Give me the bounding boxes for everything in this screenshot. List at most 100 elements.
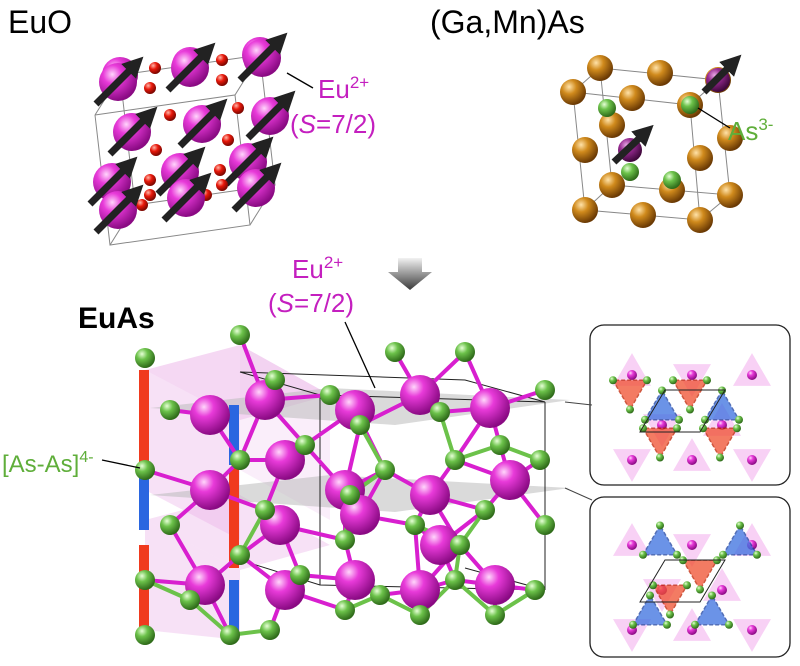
arsenic-atom — [455, 342, 475, 362]
gallium-atom — [599, 112, 625, 138]
arsenic-atom — [135, 625, 155, 645]
gallium-atom — [687, 145, 713, 171]
arsenic-atom — [719, 550, 727, 559]
arsenic-atom — [485, 605, 505, 625]
oxygen-atom — [214, 164, 226, 176]
eu-polyhedron — [613, 353, 651, 386]
arsenic-atom — [663, 620, 671, 629]
spin-arrow-icon — [93, 184, 144, 235]
gamnas-ion-label: As3- — [728, 115, 773, 146]
gallium-atom — [587, 55, 613, 81]
dimer-bar-blue — [229, 405, 239, 465]
triangle-motif — [721, 523, 759, 556]
arsenic-atom — [656, 521, 664, 530]
arsenic-atom — [405, 515, 425, 535]
dimer-bar-red — [229, 468, 239, 568]
euas-spin-label: (S=7/2) — [268, 288, 354, 318]
arsenic-atom — [683, 581, 691, 590]
spin-arrow-icon — [245, 90, 296, 141]
eu-polyhedron — [673, 534, 711, 567]
arsenic-atom — [641, 415, 649, 424]
arsenic-atom — [410, 605, 430, 625]
europium-atom — [687, 455, 697, 465]
europium-atom — [420, 525, 460, 565]
spin-arrow-icon — [93, 56, 144, 107]
triangle-motif — [671, 379, 709, 412]
europium-atom — [335, 560, 375, 600]
arsenic-atom — [701, 415, 709, 424]
oxygen-atom — [149, 62, 161, 74]
arsenic-atom — [626, 405, 634, 414]
dimer-bar-blue — [139, 468, 149, 530]
arsenic-atom — [535, 380, 555, 400]
arsenic-atom — [666, 610, 674, 619]
arsenic-atom — [609, 376, 617, 385]
triangle-motif — [641, 427, 679, 460]
arsenic-atom — [525, 580, 545, 600]
eu-polyhedron — [613, 523, 651, 556]
dimer-bar-blue — [229, 580, 239, 638]
arsenic-atom — [160, 515, 180, 535]
euas-title: EuAs — [78, 302, 155, 335]
euas-dimer-label: [As-As]4- — [2, 449, 94, 478]
oxygen-atom — [144, 189, 156, 201]
arsenic-atom — [708, 591, 716, 600]
atoms-layer — [87, 32, 771, 652]
euas-ion-leader — [344, 321, 376, 389]
euo-title: EuO — [8, 4, 72, 40]
inset-cell — [639, 389, 726, 433]
arsenic-atom — [370, 585, 390, 605]
arsenic-atom — [725, 620, 733, 629]
arsenic-atom — [629, 620, 637, 629]
spin-arrow-icon — [611, 124, 654, 165]
oxygen-atom — [164, 109, 176, 121]
arsenic-atom — [663, 171, 681, 189]
europium-atom — [400, 570, 440, 610]
triangle-motif — [631, 593, 669, 626]
europium-atom — [747, 625, 757, 635]
arsenic-atom — [490, 435, 510, 455]
arsenic-atom — [681, 96, 699, 114]
oxygen-atom — [216, 54, 228, 66]
arsenic-atom — [295, 435, 315, 455]
inset-cell — [639, 559, 726, 603]
europium-atom — [747, 455, 757, 465]
arsenic-atom — [135, 570, 155, 590]
europium-atom — [265, 440, 305, 480]
arsenic-atom — [385, 342, 405, 362]
arsenic-atom — [135, 460, 155, 480]
arsenic-atom — [703, 376, 711, 385]
arsenic-atom — [290, 565, 310, 585]
triangle-motif — [703, 388, 741, 421]
arsenic-atom — [696, 585, 704, 594]
triangle-motif — [643, 388, 681, 421]
euas-dimers — [139, 370, 239, 638]
europium-atom — [410, 475, 450, 515]
spin-arrow-icon — [107, 106, 158, 157]
triangle-motif — [641, 523, 679, 556]
arsenic-atom — [675, 415, 683, 424]
arsenic-atom — [691, 620, 699, 629]
eu-polyhedron — [733, 353, 771, 386]
triangle-motif — [611, 379, 649, 412]
gallium-atom — [619, 85, 645, 111]
europium-atom — [475, 565, 515, 605]
triangle-motif — [651, 584, 689, 617]
gamnas-ion-leader — [697, 107, 731, 129]
gallium-atom — [717, 182, 743, 208]
gallium-atom — [630, 202, 656, 228]
triangle-motif — [693, 593, 731, 626]
eu-polyhedron — [613, 619, 651, 652]
europium-atom — [627, 455, 637, 465]
eu-polyhedron — [613, 449, 651, 482]
dimer-bar-red — [139, 545, 149, 635]
arsenic-atom — [445, 570, 465, 590]
spin-arrow-icon — [231, 162, 282, 213]
arsenic-atom — [430, 402, 450, 422]
gallium-atom — [560, 79, 586, 105]
arsenic-atom — [753, 550, 761, 559]
eu-polyhedron — [733, 449, 771, 482]
arsenic-atom — [733, 424, 741, 433]
arsenic-atom — [598, 99, 616, 117]
spin-arrow-icon — [161, 172, 212, 223]
